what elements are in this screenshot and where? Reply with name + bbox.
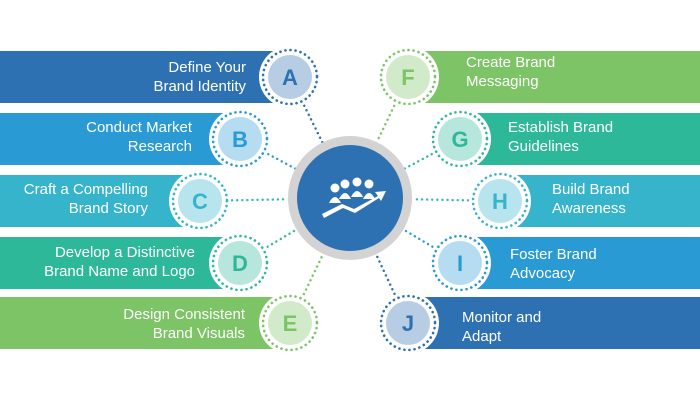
- connector-h: [410, 198, 470, 202]
- connector-j: [374, 253, 396, 296]
- connector-e: [302, 252, 325, 296]
- step-band-d: [0, 237, 240, 289]
- step-band-f: [408, 51, 700, 103]
- node-outer-g: [429, 108, 491, 170]
- node-outer-j: [377, 292, 439, 354]
- step-band-e: [0, 297, 290, 349]
- node-outer-b: [209, 108, 271, 170]
- node-letter-g: G: [451, 127, 468, 152]
- node-dotted-ring-a: [261, 48, 319, 106]
- node-dotted-ring-i: [431, 234, 489, 292]
- step-band-h: [500, 175, 700, 227]
- node-outer-a: [259, 46, 321, 108]
- node-fill-d: [218, 241, 262, 285]
- step-band-i: [460, 237, 700, 289]
- connector-c: [230, 198, 290, 202]
- node-dotted-ring-g: [431, 110, 489, 168]
- node-dotted-ring-f: [379, 48, 437, 106]
- node-outer-c: [169, 170, 231, 232]
- connector-f: [375, 104, 396, 144]
- node-letter-e: E: [283, 311, 298, 336]
- node-dotted-ring-d: [211, 234, 269, 292]
- node-letter-i: I: [457, 251, 463, 276]
- node-letter-d: D: [232, 251, 248, 276]
- connector-i: [402, 228, 434, 248]
- node-fill-j: [386, 301, 430, 345]
- node-dotted-ring-j: [379, 294, 437, 352]
- connector-d: [266, 228, 298, 248]
- team-growth-arrow-icon: [322, 177, 386, 218]
- node-letter-b: B: [232, 127, 248, 152]
- node-fill-g: [438, 117, 482, 161]
- node-fill-h: [478, 179, 522, 223]
- node-outer-e: [259, 292, 321, 354]
- step-band-c: [0, 175, 200, 227]
- step-band-j: [408, 297, 700, 349]
- node-outer-h: [469, 170, 531, 232]
- node-fill-c: [178, 179, 222, 223]
- node-dotted-ring-b: [211, 110, 269, 168]
- step-band-g: [460, 113, 700, 165]
- node-outer-d: [209, 232, 271, 294]
- node-fill-i: [438, 241, 482, 285]
- node-letter-f: F: [401, 65, 414, 90]
- node-fill-e: [268, 301, 312, 345]
- node-outer-i: [429, 232, 491, 294]
- step-band-b: [0, 113, 240, 165]
- node-letter-h: H: [492, 189, 508, 214]
- node-fill-a: [268, 55, 312, 99]
- step-band-a: [0, 51, 290, 103]
- node-letter-j: J: [402, 311, 414, 336]
- connector-b: [266, 152, 297, 170]
- node-dotted-ring-c: [171, 172, 229, 230]
- node-outer-f: [377, 46, 439, 108]
- node-dotted-ring-e: [261, 294, 319, 352]
- connector-g: [403, 152, 434, 170]
- node-dotted-ring-h: [471, 172, 529, 230]
- node-fill-f: [386, 55, 430, 99]
- node-letter-a: A: [282, 65, 298, 90]
- node-letter-c: C: [192, 189, 208, 214]
- connector-a: [303, 104, 324, 144]
- node-fill-b: [218, 117, 262, 161]
